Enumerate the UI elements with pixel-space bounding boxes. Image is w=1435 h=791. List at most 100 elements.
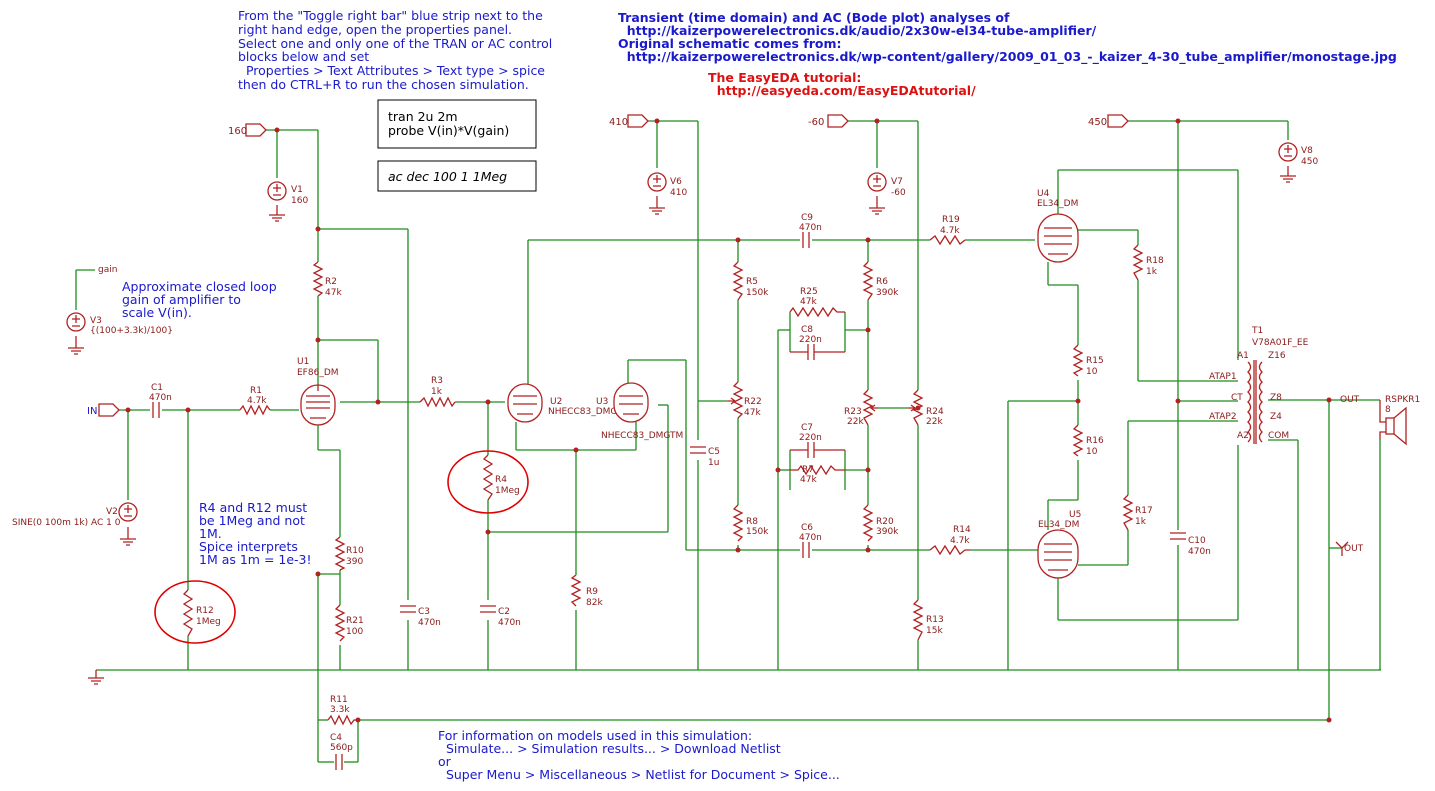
- note-analyses-link[interactable]: http://kaizerpowerelectronics.dk/wp-cont…: [618, 49, 1397, 65]
- source-V1[interactable]: V1 160: [267, 181, 308, 206]
- value-label: 10: [1086, 367, 1098, 377]
- speaker-RSPKR1[interactable]: RSPKR1 8: [1379, 395, 1420, 446]
- pin-label: ATAP2: [1209, 412, 1237, 422]
- resistor-R21[interactable]: R21 100: [334, 604, 364, 642]
- value-label: 220n: [799, 433, 822, 443]
- note-r4r12-line: 1M as 1m = 1e-3!: [199, 552, 312, 567]
- tube-U1[interactable]: U1 EF86_DM: [297, 357, 339, 426]
- net-label: -60: [808, 117, 824, 128]
- tube-U4[interactable]: U4 EL34_DM: [1037, 189, 1079, 263]
- ref-label: V7: [891, 177, 903, 187]
- ac-control-block[interactable]: ac dec 100 1 1Meg: [377, 160, 537, 192]
- ref-label: R21: [346, 616, 364, 626]
- value-label: 4.7k: [247, 396, 267, 406]
- source-V7[interactable]: V7 -60: [867, 172, 906, 198]
- resistor-R3[interactable]: R3 1k: [419, 376, 456, 408]
- resistor-R20[interactable]: R20 390k: [862, 504, 899, 542]
- capacitor-C8[interactable]: C8 220n: [790, 325, 845, 360]
- value-label: NHECC83_DMGTM: [548, 407, 630, 417]
- capacitor-C4[interactable]: C4 560p: [330, 733, 353, 770]
- note-models: For information on models used in this s…: [438, 728, 840, 782]
- potentiometer-R22[interactable]: R22 47k: [728, 381, 762, 419]
- capacitor-C7[interactable]: C7 220n: [790, 423, 845, 458]
- capacitor-C6[interactable]: C6 470n: [799, 523, 822, 558]
- pin-label: CT: [1231, 393, 1243, 403]
- ref-label: R1: [250, 386, 262, 396]
- source-V6[interactable]: V6 410: [647, 172, 687, 198]
- value-label: 4.7k: [950, 536, 970, 546]
- resistor-R5[interactable]: R5 150k: [732, 261, 769, 301]
- tube-U5[interactable]: U5 EL34_DM: [1037, 510, 1081, 579]
- potentiometer-R23[interactable]: R23 22k: [844, 389, 878, 427]
- resistor-R2[interactable]: R2 47k: [312, 261, 342, 298]
- source-V3[interactable]: V3 {(100+3.3k)/100}: [66, 312, 173, 336]
- tube-U3[interactable]: U3 NHECC83_DMGTM: [596, 382, 683, 441]
- probe-command: probe V(in)*V(gain): [388, 123, 509, 138]
- ref-label: C5: [708, 447, 720, 457]
- note-intro-line: then do CTRL+R to run the chosen simulat…: [238, 77, 529, 92]
- resistor-R11[interactable]: R11 3.3k: [327, 695, 356, 726]
- resistor-R16[interactable]: R16 10: [1072, 424, 1104, 457]
- ref-label: R10: [346, 546, 364, 556]
- note-r4r12-line: R4 and R12 must: [199, 500, 307, 515]
- note-intro-line: blocks below and set: [238, 49, 369, 64]
- resistor-R9[interactable]: R9 82k: [570, 574, 603, 608]
- note-analyses-link[interactable]: http://kaizerpowerelectronics.dk/audio/2…: [618, 23, 1097, 38]
- net-label: 410: [609, 117, 628, 128]
- value-label: 10: [1086, 447, 1098, 457]
- capacitor-C2[interactable]: C2 470n: [480, 605, 521, 628]
- resistor-R7[interactable]: R7 47k: [790, 464, 845, 485]
- transformer-T1[interactable]: T1 V78A01F_EE A1 ATAP1 CT ATAP2 A2 Z16 Z…: [1209, 326, 1309, 444]
- resistor-R4[interactable]: R4 1Meg: [482, 454, 520, 501]
- note-tutorial-link[interactable]: http://easyeda.com/EasyEDAtutorial/: [708, 83, 976, 98]
- wires: [75, 120, 1381, 763]
- value-label: 160: [291, 196, 308, 206]
- capacitor-C5[interactable]: C5 1u: [690, 446, 720, 468]
- pin-label: A2: [1237, 431, 1249, 441]
- ac-block-frame: [377, 160, 537, 192]
- junction-dots: [125, 118, 1332, 723]
- source-V2[interactable]: V2 SINE(0 100m 1k) AC 1 0: [12, 502, 138, 528]
- capacitor-C3[interactable]: C3 470n: [400, 605, 441, 628]
- tran-control-block[interactable]: tran 2u 2m probe V(in)*V(gain): [377, 99, 537, 149]
- value-label: 1Meg: [196, 617, 221, 627]
- ref-label: R11: [330, 695, 348, 705]
- resistor-R10[interactable]: R10 390: [334, 536, 364, 571]
- capacitor-C9[interactable]: C9 470n: [799, 213, 822, 248]
- tube-U2[interactable]: U2 NHECC83_DMGTM: [507, 383, 630, 423]
- value-label: 390: [346, 557, 363, 567]
- capacitor-C10[interactable]: C10 470n: [1170, 532, 1211, 557]
- value-label: 470n: [418, 618, 441, 628]
- resistor-R15[interactable]: R15 10: [1072, 344, 1104, 377]
- resistor-R6[interactable]: R6 390k: [862, 261, 899, 301]
- resistor-R1[interactable]: R1 4.7k: [239, 386, 271, 416]
- ref-label: R25: [800, 287, 818, 297]
- net-label: 450: [1088, 117, 1107, 128]
- note-models-line: For information on models used in this s…: [438, 728, 752, 743]
- resistor-R18[interactable]: R18 1k: [1132, 244, 1164, 281]
- resistor-R25[interactable]: R25 47k: [789, 287, 845, 318]
- pin-label: ATAP1: [1209, 372, 1237, 382]
- ref-label: V2: [106, 507, 118, 517]
- value-label: 8: [1385, 405, 1391, 415]
- resistor-R12[interactable]: R12 1Meg: [182, 589, 221, 637]
- capacitor-C1[interactable]: C1 470n: [149, 383, 172, 418]
- resistor-R8[interactable]: R8 150k: [732, 504, 769, 542]
- ref-label: R17: [1135, 506, 1153, 516]
- ground-symbol: [269, 205, 285, 222]
- net-flag-in: IN: [87, 403, 120, 417]
- value-label: 22k: [926, 417, 943, 427]
- source-V8[interactable]: V8 450: [1278, 142, 1318, 167]
- resistor-R13[interactable]: R13 15k: [912, 599, 944, 641]
- resistor-R14[interactable]: R14 4.7k: [929, 525, 971, 556]
- value-label: 47k: [800, 297, 817, 307]
- note-gain-line: gain of amplifier to: [122, 292, 241, 307]
- resistor-R17[interactable]: R17 1k: [1122, 494, 1153, 531]
- potentiometer-R24[interactable]: R24 22k: [908, 389, 944, 427]
- value-label: 1u: [708, 458, 719, 468]
- ref-label: R24: [926, 407, 944, 417]
- value-label: 47k: [744, 408, 761, 418]
- ref-label: V6: [670, 177, 682, 187]
- resistor-R19[interactable]: R19 4.7k: [929, 215, 966, 246]
